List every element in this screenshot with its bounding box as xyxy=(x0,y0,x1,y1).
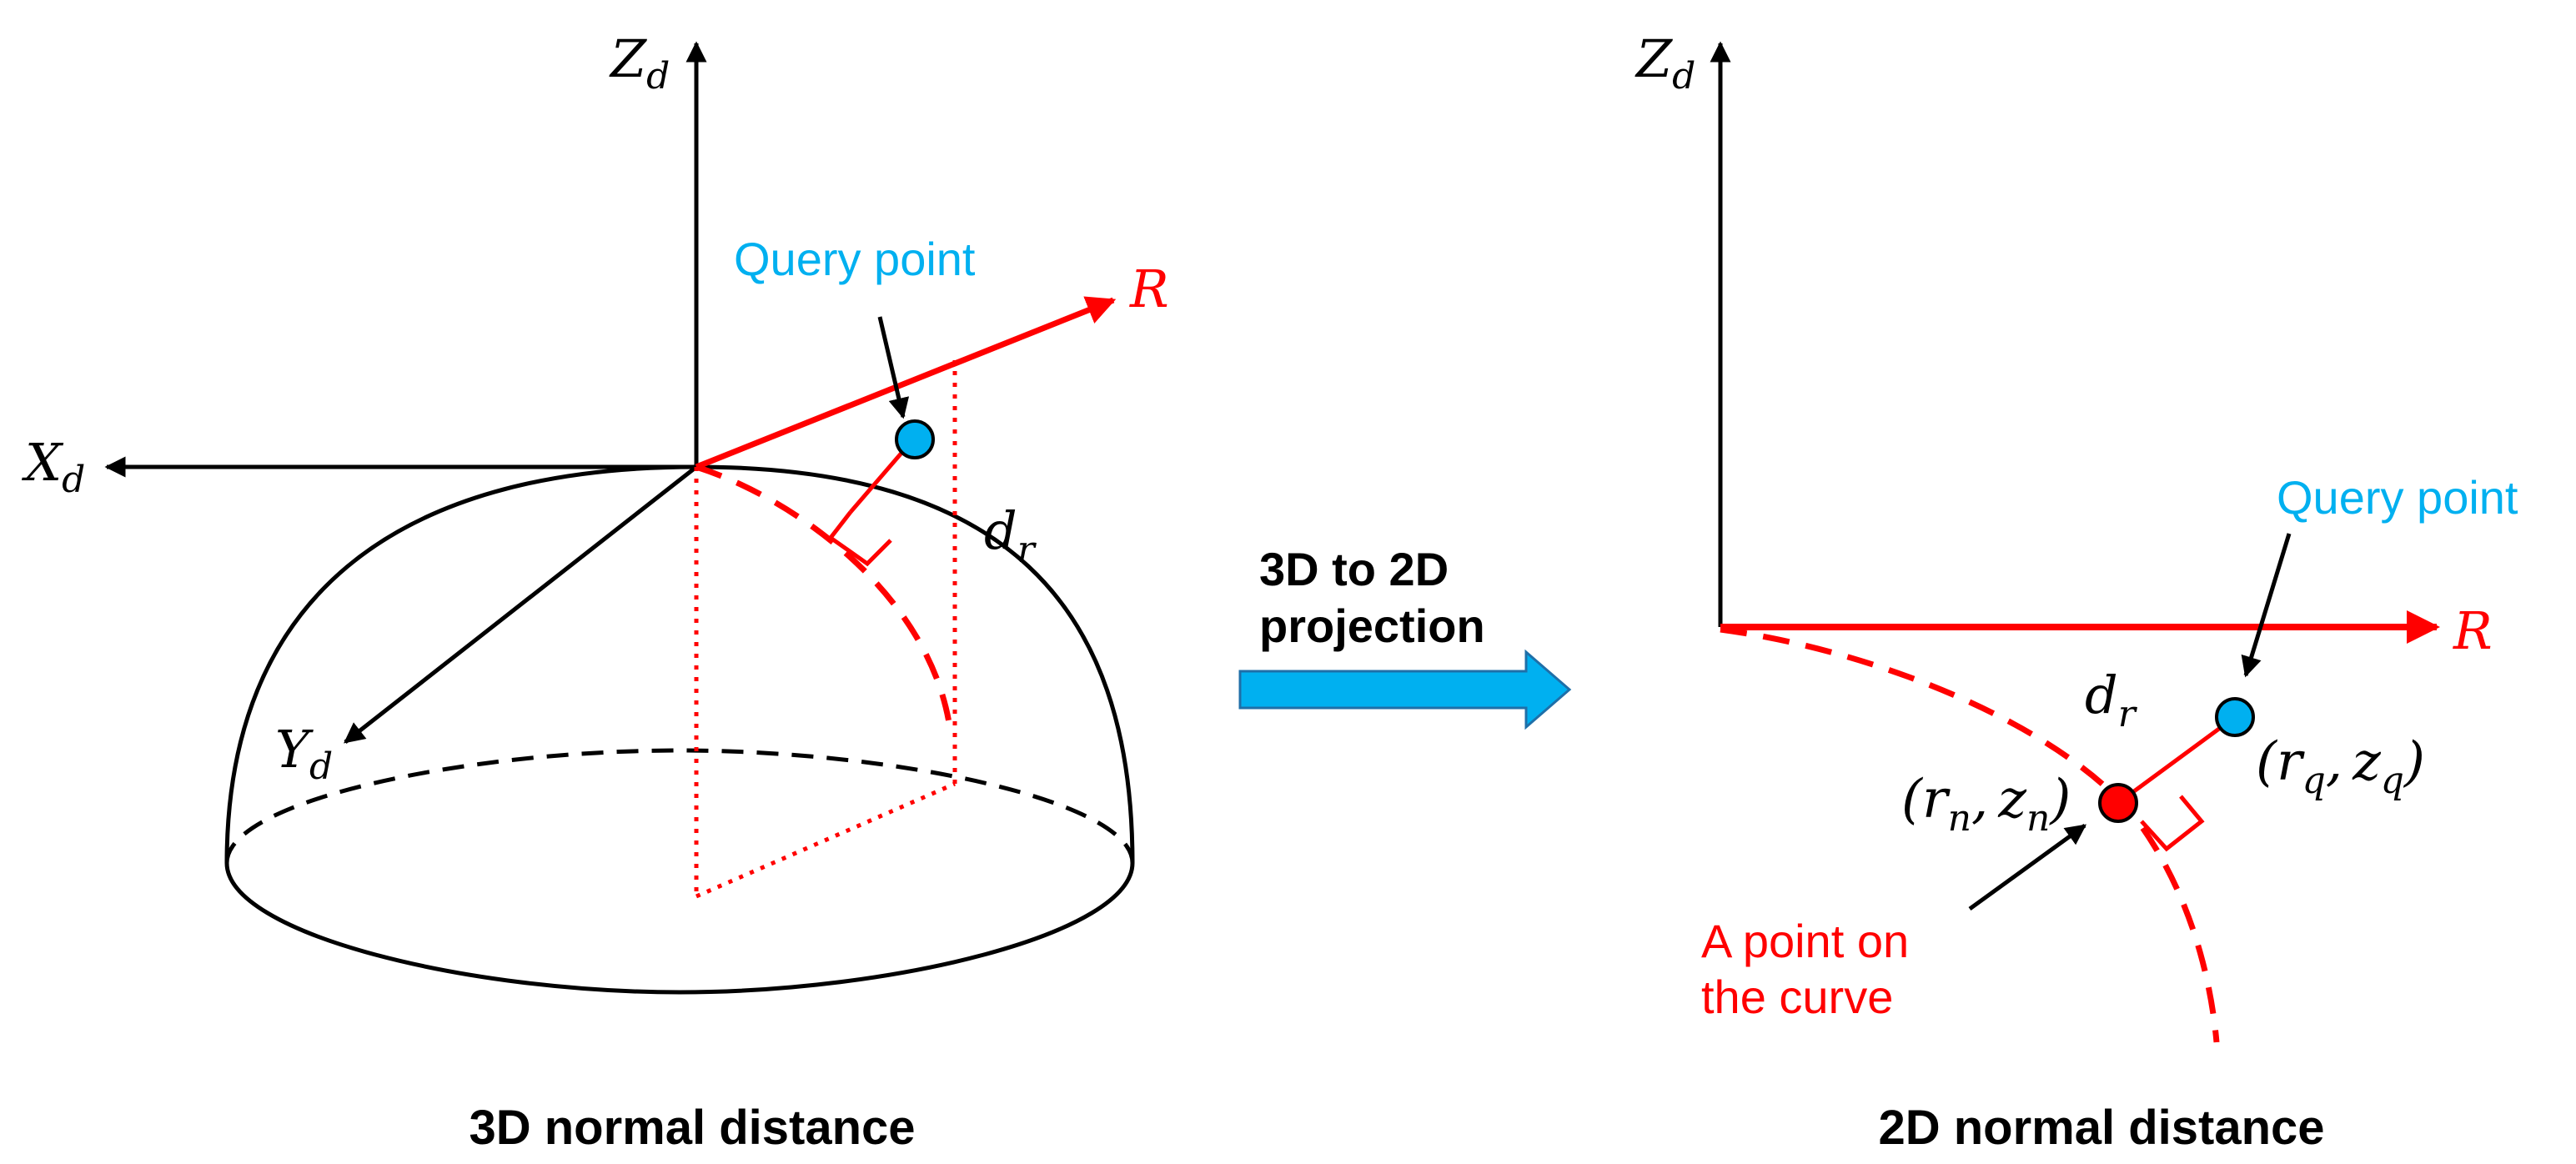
distance-label-3d: dr xyxy=(984,500,1037,571)
projection-label-line-2: projection xyxy=(1259,600,1485,652)
projection-transition: 3D to 2D projection xyxy=(1238,543,1572,730)
distance-label-2d: dr xyxy=(2085,665,2138,735)
profile-curve-2d xyxy=(1720,626,2220,1043)
curve-point-label-line-2: the curve xyxy=(1701,971,1893,1023)
query-point-label-2d: Query point xyxy=(2277,471,2518,524)
query-point-3d xyxy=(895,419,935,459)
right-caption: 2D normal distance xyxy=(1878,1101,2324,1155)
left-caption: 3D normal distance xyxy=(469,1101,915,1155)
query-pointer-arrow-3d xyxy=(877,316,910,419)
query-coordinate-label: (rq,zq) xyxy=(2256,731,2425,802)
z-axis-label-2d: Zd xyxy=(1634,28,1695,98)
curve-point-label-line-1: A point on xyxy=(1701,915,1909,967)
right-arrow-icon xyxy=(1238,649,1572,730)
y-axis-label-3d: Yd xyxy=(275,719,333,788)
r-axis-label-3d: R xyxy=(1129,258,1169,319)
hemisphere-base-back xyxy=(224,748,1135,864)
r-axis-3d xyxy=(695,296,1117,470)
right-panel-2d: Zd R Query point dr (rq,zq) (rn,zn) A po… xyxy=(1634,28,2518,1155)
x-axis-label-3d: Xd xyxy=(22,432,85,501)
query-point-label-3d: Query point xyxy=(734,233,976,285)
curve-point-pointer-arrow-2d xyxy=(1968,823,2087,911)
z-axis-label-3d: Zd xyxy=(609,28,670,98)
meridian-curve-3d xyxy=(695,464,954,735)
right-angle-marker-3d xyxy=(827,510,892,567)
hemisphere-base-front xyxy=(224,862,1135,995)
y-axis-3d xyxy=(344,465,698,744)
normal-line-2d xyxy=(2117,715,2237,805)
curve-point-2d xyxy=(2098,783,2138,823)
right-angle-marker-2d xyxy=(2140,795,2205,852)
projection-line-base xyxy=(695,781,956,899)
left-panel-3d: Zd Xd Yd R dr Query point 3D normal dist… xyxy=(22,28,1169,1155)
query-point-2d xyxy=(2215,697,2255,737)
curve-point-coordinate-label: (rn,zn) xyxy=(1901,769,2071,840)
query-pointer-arrow-2d xyxy=(2241,533,2292,678)
r-axis-label-2d: R xyxy=(2453,600,2493,661)
projection-label-line-1: 3D to 2D xyxy=(1259,543,1449,595)
